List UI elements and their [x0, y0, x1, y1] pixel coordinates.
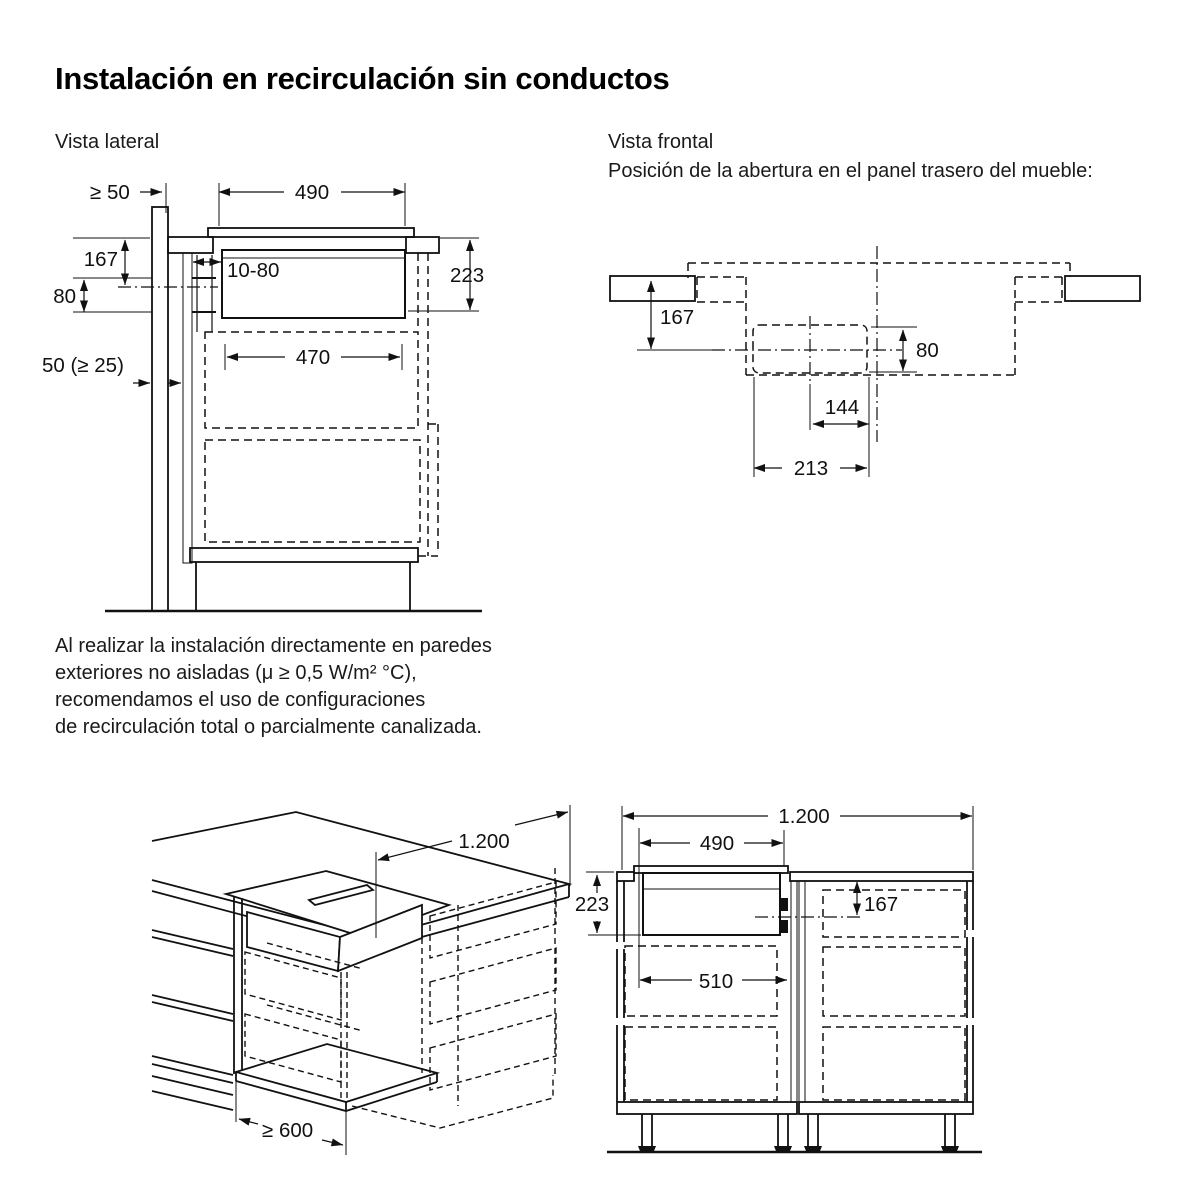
back-panel-outline: [687, 246, 1071, 442]
iso-hidden-lines: [244, 868, 557, 1129]
iso-base-shelf: [232, 1043, 441, 1112]
hob-body: [221, 249, 406, 319]
dim-wall-min-label: ≥ 50: [90, 181, 130, 204]
dim-1200-label: 1.200: [458, 830, 509, 853]
counter-right-section: [1064, 275, 1141, 302]
drawer-outline: [822, 889, 966, 938]
cabinet-structure: [614, 865, 976, 1115]
counter-right-section: [405, 236, 440, 254]
drawer-outline: [822, 1026, 966, 1101]
dim-510-label: 510: [699, 970, 733, 993]
dim-167-label: 167: [864, 893, 898, 916]
iso-dimensions: 1.200 ≥ 600: [235, 805, 571, 1155]
dim-600-label: ≥ 600: [262, 1119, 313, 1142]
dim-80-label: 80: [916, 339, 939, 362]
base-panel-right: [798, 1101, 974, 1115]
front-dimensions: 167 80 144 213: [637, 280, 939, 480]
vent-slot: [307, 884, 375, 906]
base-shelf: [189, 547, 419, 563]
hob-glass: [207, 227, 415, 238]
counter-right-piece: [789, 871, 974, 882]
drawer-outline: [624, 1026, 778, 1101]
dim-223-label: 223: [450, 264, 484, 287]
drawer-outline: [204, 439, 421, 543]
note-line: exteriores no aisladas (μ ≥ 0,5 W/m² °C)…: [55, 662, 417, 684]
duct-connector: [781, 898, 788, 911]
dim-490-label: 490: [295, 181, 329, 204]
duct-connector: [781, 920, 788, 933]
iso-cabinet-frame: [151, 896, 243, 1111]
side-air-channel: [204, 253, 439, 557]
front-view-diagram: 167 80 144 213: [609, 246, 1141, 480]
note-line: Al realizar la instalación directamente …: [55, 635, 492, 657]
cabinet-dimensions: 1.200 490 223 167 510: [575, 805, 974, 993]
counter-left-piece: [616, 871, 635, 882]
cabinet-front-view-diagram: 1.200 490 223 167 510: [575, 805, 982, 1154]
dim-470-label: 470: [296, 346, 330, 369]
cabinet-legs: [607, 1114, 982, 1154]
dim-144-label: 144: [825, 396, 859, 419]
dim-167-label: 167: [660, 306, 694, 329]
base-panel-left: [616, 1101, 798, 1115]
isometric-view-diagram: 1.200 ≥ 600: [151, 805, 573, 1155]
note-line: recomendamos el uso de configuraciones: [55, 689, 426, 711]
dim-167-label: 167: [84, 248, 118, 271]
dim-490-label: 490: [700, 832, 734, 855]
note-line: de recirculación total o parcialmente ca…: [55, 716, 482, 738]
installation-note: Al realizar la instalación directamente …: [55, 633, 492, 741]
side-view-diagram: ≥ 50 490 167 80 10-80 223 470: [42, 181, 484, 613]
drawer-outline: [822, 946, 966, 1017]
front-counter-sections: [609, 275, 1141, 302]
side-view-label: Vista lateral: [55, 131, 160, 153]
middle-wall-left: [790, 880, 798, 1103]
page-title: Instalación en recirculación sin conduct…: [55, 60, 670, 96]
counter-left-section: [167, 236, 214, 254]
side-dimensions: ≥ 50 490 167 80 10-80 223 470: [42, 181, 484, 387]
counter-left-section: [609, 275, 696, 302]
dim-223-label: 223: [575, 893, 609, 916]
plenum-outline: [204, 331, 419, 429]
side-base: [105, 547, 482, 613]
hob-glass: [633, 865, 789, 874]
dim-213-label: 213: [794, 457, 828, 480]
cabinet-back-panel: [182, 252, 193, 564]
dim-rear-gap-label: 50 (≥ 25): [42, 354, 124, 377]
dim-1200-label: 1.200: [778, 805, 829, 828]
middle-wall-right: [798, 880, 806, 1103]
hob-body: [642, 872, 781, 936]
wall-section: [151, 206, 169, 612]
dim-80-label: 80: [53, 285, 76, 308]
dim-10-80-label: 10-80: [227, 259, 279, 282]
front-view-subtitle: Posición de la abertura en el panel tras…: [608, 160, 1093, 182]
front-view-label: Vista frontal: [608, 131, 714, 153]
